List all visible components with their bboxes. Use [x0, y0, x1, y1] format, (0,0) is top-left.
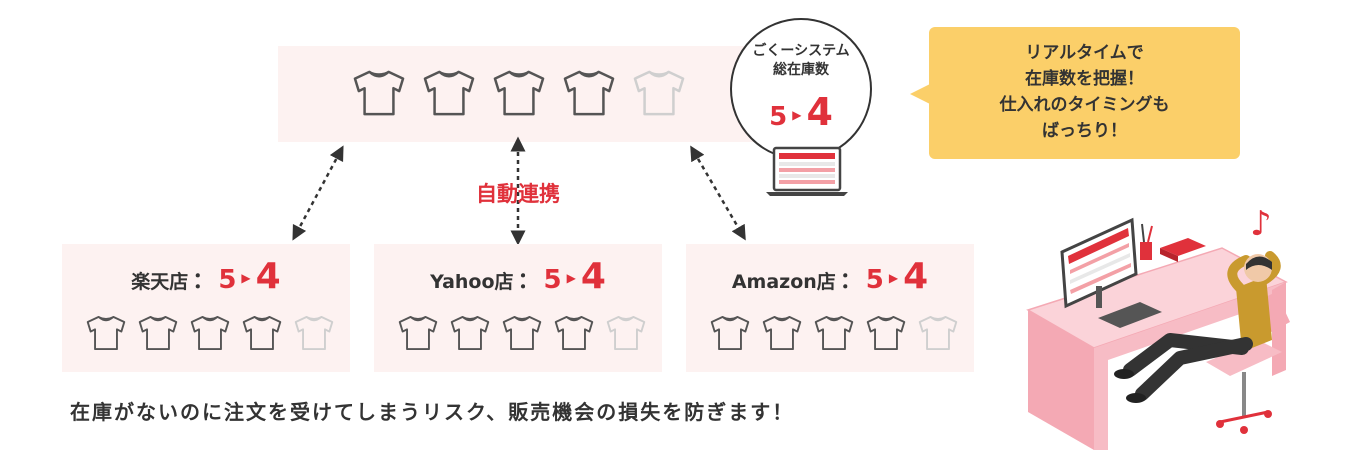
- store-stock-label: 楽天店 ： 5 ▶ 4: [62, 256, 350, 297]
- store-separator: ：: [517, 269, 540, 294]
- total-stock-label: 総在庫数: [773, 62, 829, 78]
- monitor: [1060, 217, 1138, 309]
- tshirt-sold-icon: [604, 314, 648, 352]
- callout-text: リアルタイムで 在庫数を把握！ 仕入れのタイミングも ばっちり！: [929, 40, 1240, 144]
- monitor-stand: [1096, 286, 1102, 308]
- person-arm: [1227, 255, 1251, 293]
- stock-after: 4: [255, 256, 281, 297]
- stock-before: 5: [543, 265, 562, 295]
- tshirt-icon: [136, 314, 180, 352]
- store-stock-label: Yahoo店 ： 5 ▶ 4: [374, 256, 662, 297]
- system-total-title: ごくーシステム 総在庫数: [732, 42, 870, 80]
- music-note-icon: ♪: [1250, 204, 1272, 244]
- stock-before: 5: [218, 265, 237, 295]
- store-stock-label: Amazon店 ： 5 ▶ 4: [686, 256, 974, 297]
- bottom-message: 在庫がないのに注文を受けてしまうリスク、販売機会の損失を防ぎます！: [70, 400, 795, 424]
- tshirt-icon: [500, 314, 544, 352]
- callout-box: リアルタイムで 在庫数を把握！ 仕入れのタイミングも ばっちり！: [929, 27, 1240, 159]
- system-total-value: 5 ▶ 4: [732, 90, 870, 134]
- tshirt-icon: [552, 314, 596, 352]
- callout-line: リアルタイムで: [1025, 43, 1144, 63]
- tshirt-icon: [448, 314, 492, 352]
- stock-before: 5: [865, 265, 884, 295]
- sync-arrow-amazon: [690, 145, 746, 241]
- tshirt-icon: [188, 314, 232, 352]
- pen-holder: [1140, 242, 1152, 260]
- tshirt-icon: [812, 314, 856, 352]
- book-stack: [1160, 238, 1206, 256]
- store-name: Amazon店: [731, 271, 836, 293]
- triangle-arrow-icon: ▶: [241, 271, 251, 285]
- tshirt-icon: [864, 314, 908, 352]
- desk-illustration: [1026, 217, 1290, 450]
- callout-line: ばっちり！: [1042, 121, 1127, 141]
- monitor-header: [1068, 228, 1129, 264]
- keyboard: [1098, 302, 1162, 328]
- store-shirts: [84, 314, 336, 352]
- system-total-badge: ごくーシステム 総在庫数 5 ▶ 4: [730, 18, 872, 160]
- tshirt-icon: [708, 314, 752, 352]
- chair-seat: [1206, 340, 1282, 376]
- callout-pointer: [910, 84, 930, 104]
- store-separator: ：: [192, 269, 215, 294]
- store-panel-rakuten: 楽天店 ： 5 ▶ 4: [62, 244, 350, 372]
- stock-after: 4: [806, 90, 833, 134]
- callout-line: 仕入れのタイミングも: [999, 95, 1170, 115]
- inventory-panel: [278, 46, 786, 142]
- store-name: Yahoo店: [430, 271, 514, 293]
- triangle-arrow-icon: ▶: [792, 108, 802, 122]
- stock-after: 4: [580, 256, 606, 297]
- store-shirts: [708, 314, 960, 352]
- tshirt-icon: [396, 314, 440, 352]
- stock-after: 4: [903, 256, 929, 297]
- store-separator: ：: [839, 269, 862, 294]
- triangle-arrow-icon: ▶: [888, 271, 899, 285]
- stock-before: 5: [769, 102, 788, 132]
- store-name: 楽天店: [131, 271, 189, 293]
- triangle-arrow-icon: ▶: [566, 271, 576, 285]
- store-shirts: [396, 314, 648, 352]
- store-panel-yahoo: Yahoo店 ： 5 ▶ 4: [374, 244, 662, 372]
- tshirt-sold-icon: [292, 314, 336, 352]
- system-name: ごくーシステム: [752, 43, 850, 59]
- tshirt-sold-icon: [916, 314, 960, 352]
- person-body: [1236, 276, 1272, 352]
- tshirt-icon: [760, 314, 804, 352]
- callout-line: 在庫数を把握！: [1025, 69, 1144, 89]
- tshirt-icon: [84, 314, 128, 352]
- sync-arrow-rakuten: [292, 145, 344, 241]
- tshirt-icon: [240, 314, 284, 352]
- auto-sync-label: 自動連携: [476, 182, 560, 206]
- store-panel-amazon: Amazon店 ： 5 ▶ 4: [686, 244, 974, 372]
- laptop-icon: [766, 146, 848, 196]
- desk-side: [1028, 310, 1094, 450]
